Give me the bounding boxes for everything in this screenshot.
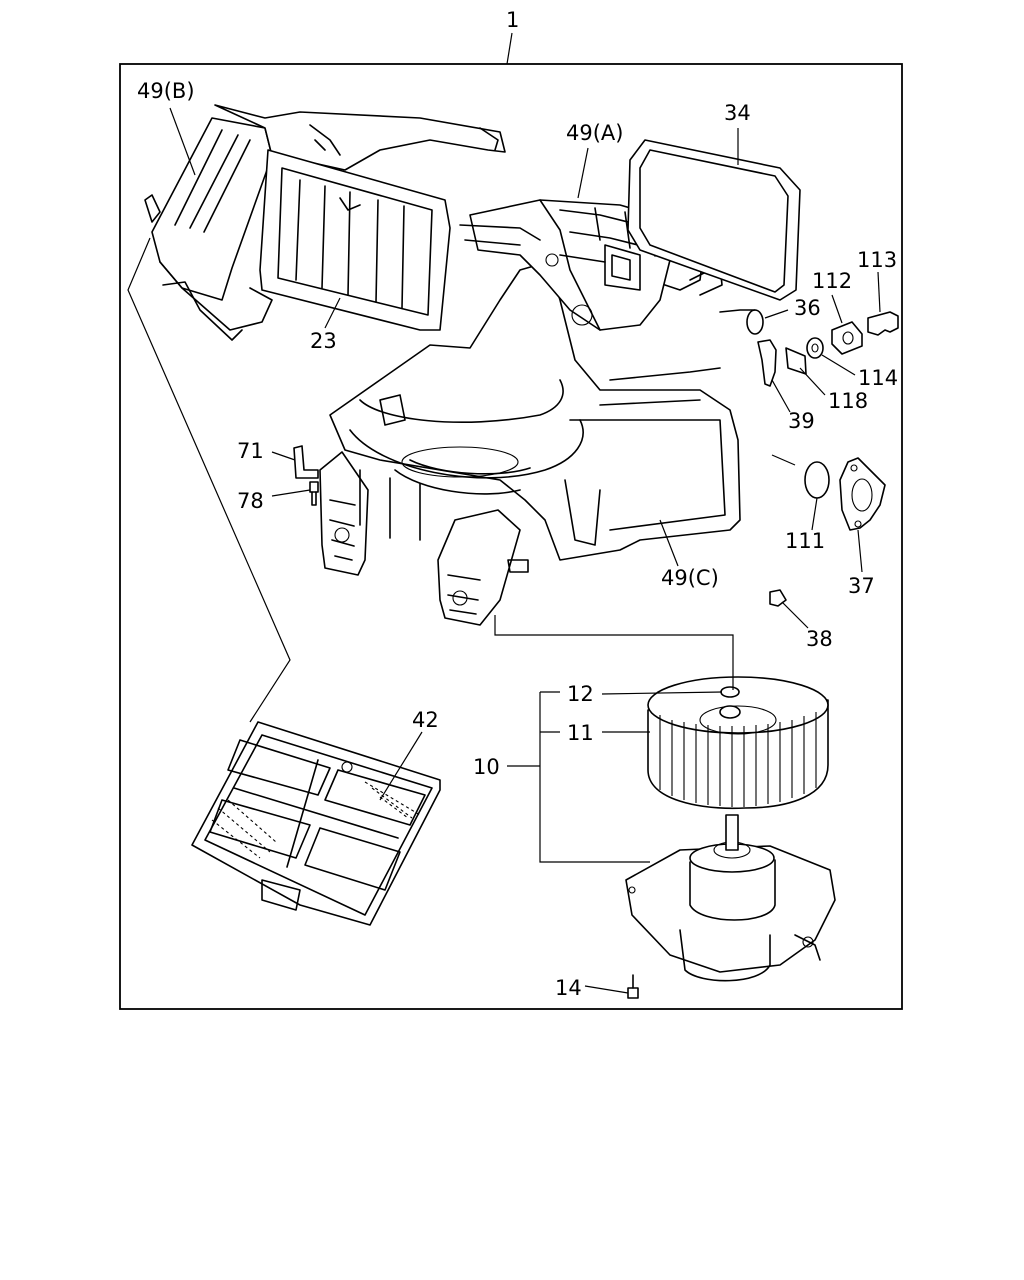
callout-36: 36	[794, 296, 821, 320]
callout-111: 111	[785, 529, 825, 553]
callout-12: 12	[567, 682, 594, 706]
part-37-gasket	[839, 457, 886, 531]
callout-38: 38	[806, 627, 833, 651]
part-114	[806, 337, 824, 359]
part-39	[757, 339, 777, 387]
intake-housing-49b	[144, 104, 506, 341]
callout-11: 11	[567, 721, 594, 745]
blower-case-49c	[319, 261, 741, 626]
callout-10: 10	[473, 755, 500, 779]
part-71-bracket	[293, 445, 319, 479]
callout-113: 113	[857, 248, 897, 272]
part-78-screw	[309, 481, 319, 506]
assembly-frame	[119, 63, 903, 1010]
part-36	[746, 309, 764, 335]
callout-14: 14	[555, 976, 582, 1000]
callout-78: 78	[237, 489, 264, 513]
callout-49a: 49(A)	[566, 121, 623, 145]
callout-39: 39	[788, 409, 815, 433]
callout-71: 71	[237, 439, 264, 463]
callout-1: 1	[506, 8, 519, 32]
part-111-oring	[804, 461, 830, 499]
small-parts-right	[719, 309, 899, 387]
callout-42: 42	[412, 708, 439, 732]
filter-panel-23	[259, 149, 451, 331]
part-118	[785, 347, 807, 375]
callout-49c: 49(C)	[661, 566, 719, 590]
callout-34: 34	[724, 101, 751, 125]
callout-49b: 49(B)	[137, 79, 195, 103]
callout-23: 23	[310, 329, 337, 353]
callout-114: 114	[858, 366, 898, 390]
callout-37: 37	[848, 574, 875, 598]
blower-motor	[625, 814, 836, 982]
seal-gasket-34	[627, 139, 801, 301]
callout-118: 118	[828, 389, 868, 413]
part-112	[831, 321, 863, 355]
part-14-screw	[627, 974, 639, 999]
callout-112: 112	[812, 269, 852, 293]
blower-fan-wheel-11	[647, 676, 829, 810]
cabin-filter-42	[191, 721, 441, 926]
part-113	[867, 311, 899, 336]
